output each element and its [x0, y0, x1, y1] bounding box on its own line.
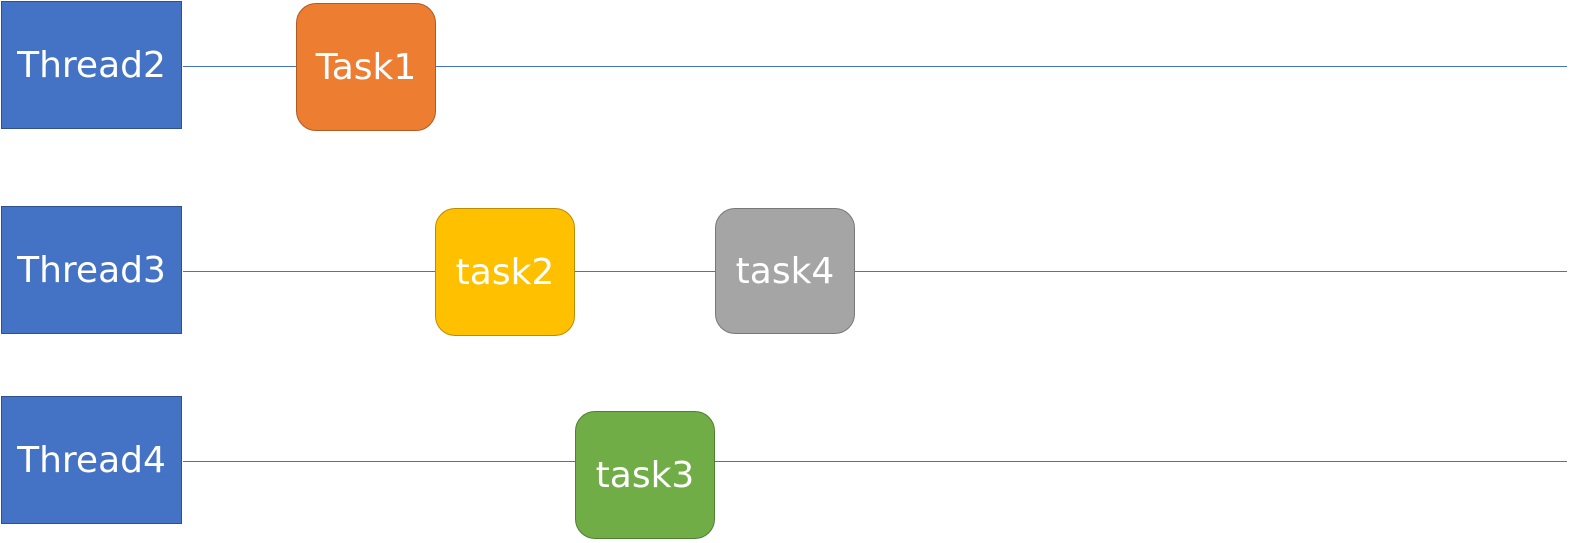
thread3-timeline	[183, 271, 1567, 272]
thread3-box: Thread3	[1, 206, 182, 334]
task2-box: task2	[435, 208, 575, 336]
thread2-box: Thread2	[1, 1, 182, 129]
thread4-timeline	[183, 461, 1567, 462]
task3-box: task3	[575, 411, 715, 539]
task1-box: Task1	[296, 3, 436, 131]
thread4-box: Thread4	[1, 396, 182, 524]
task4-box: task4	[715, 208, 855, 334]
thread2-timeline	[183, 66, 1567, 67]
